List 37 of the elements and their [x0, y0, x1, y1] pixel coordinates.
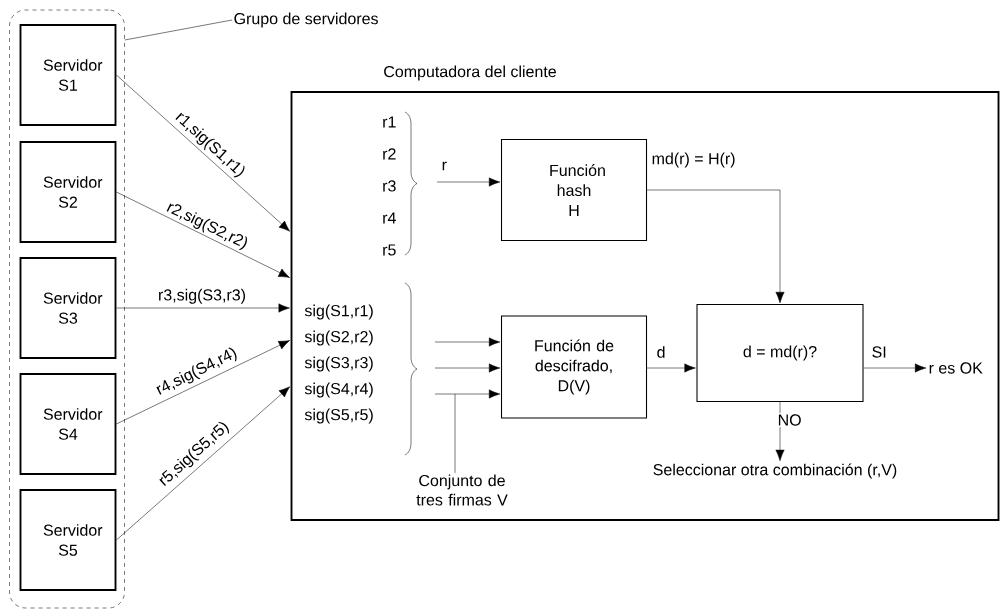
arrow	[116, 340, 290, 425]
arrow	[116, 386, 291, 541]
process-box: Función hash H	[500, 138, 648, 242]
arrow	[646, 363, 696, 373]
arrow	[436, 177, 501, 187]
arrow	[116, 74, 291, 232]
edge-label: d	[655, 344, 667, 360]
process-box: Función de descifrado, D(V)	[500, 315, 648, 419]
leader-line	[454, 393, 456, 474]
note-text: Conjunto de tres firmas V	[416, 474, 508, 506]
edge-label: r	[440, 160, 449, 172]
arrow	[434, 337, 501, 347]
result-text: r es OK	[929, 362, 983, 374]
server-box: Servidor S5	[19, 489, 117, 591]
arrow	[863, 363, 927, 373]
edge-label: r3,sig(S3,r3)	[159, 288, 245, 304]
arrow	[646, 189, 785, 304]
arrow	[116, 303, 290, 313]
leader-line	[124, 19, 233, 41]
input-list: r1 r2 r3 r4 r5	[383, 116, 396, 256]
server-group-outline	[9, 9, 125, 609]
server-box: Servidor S2	[19, 141, 117, 243]
server-box: Servidor S4	[19, 373, 117, 475]
server-box: Servidor S3	[19, 257, 117, 359]
arrow	[775, 401, 785, 462]
process-box: d = md(r)?	[696, 303, 864, 403]
node-label: Computadora del cliente	[384, 65, 556, 81]
edge-label: md(r) = H(r)	[650, 151, 737, 169]
arrow	[116, 191, 290, 278]
edge-label: NO	[776, 413, 803, 427]
server-box: Servidor S1	[19, 24, 117, 126]
edge-label: SI	[870, 345, 889, 359]
group-label: Grupo de servidores	[234, 12, 378, 28]
input-list: sig(S1,r1) sig(S2,r2) sig(S3,r3) sig(S4,r4) sig(S5,r5)	[304, 304, 373, 424]
result-text: Seleccionar otra combinación (r,V)	[653, 463, 897, 479]
arrow	[434, 389, 501, 399]
arrow	[434, 363, 501, 373]
